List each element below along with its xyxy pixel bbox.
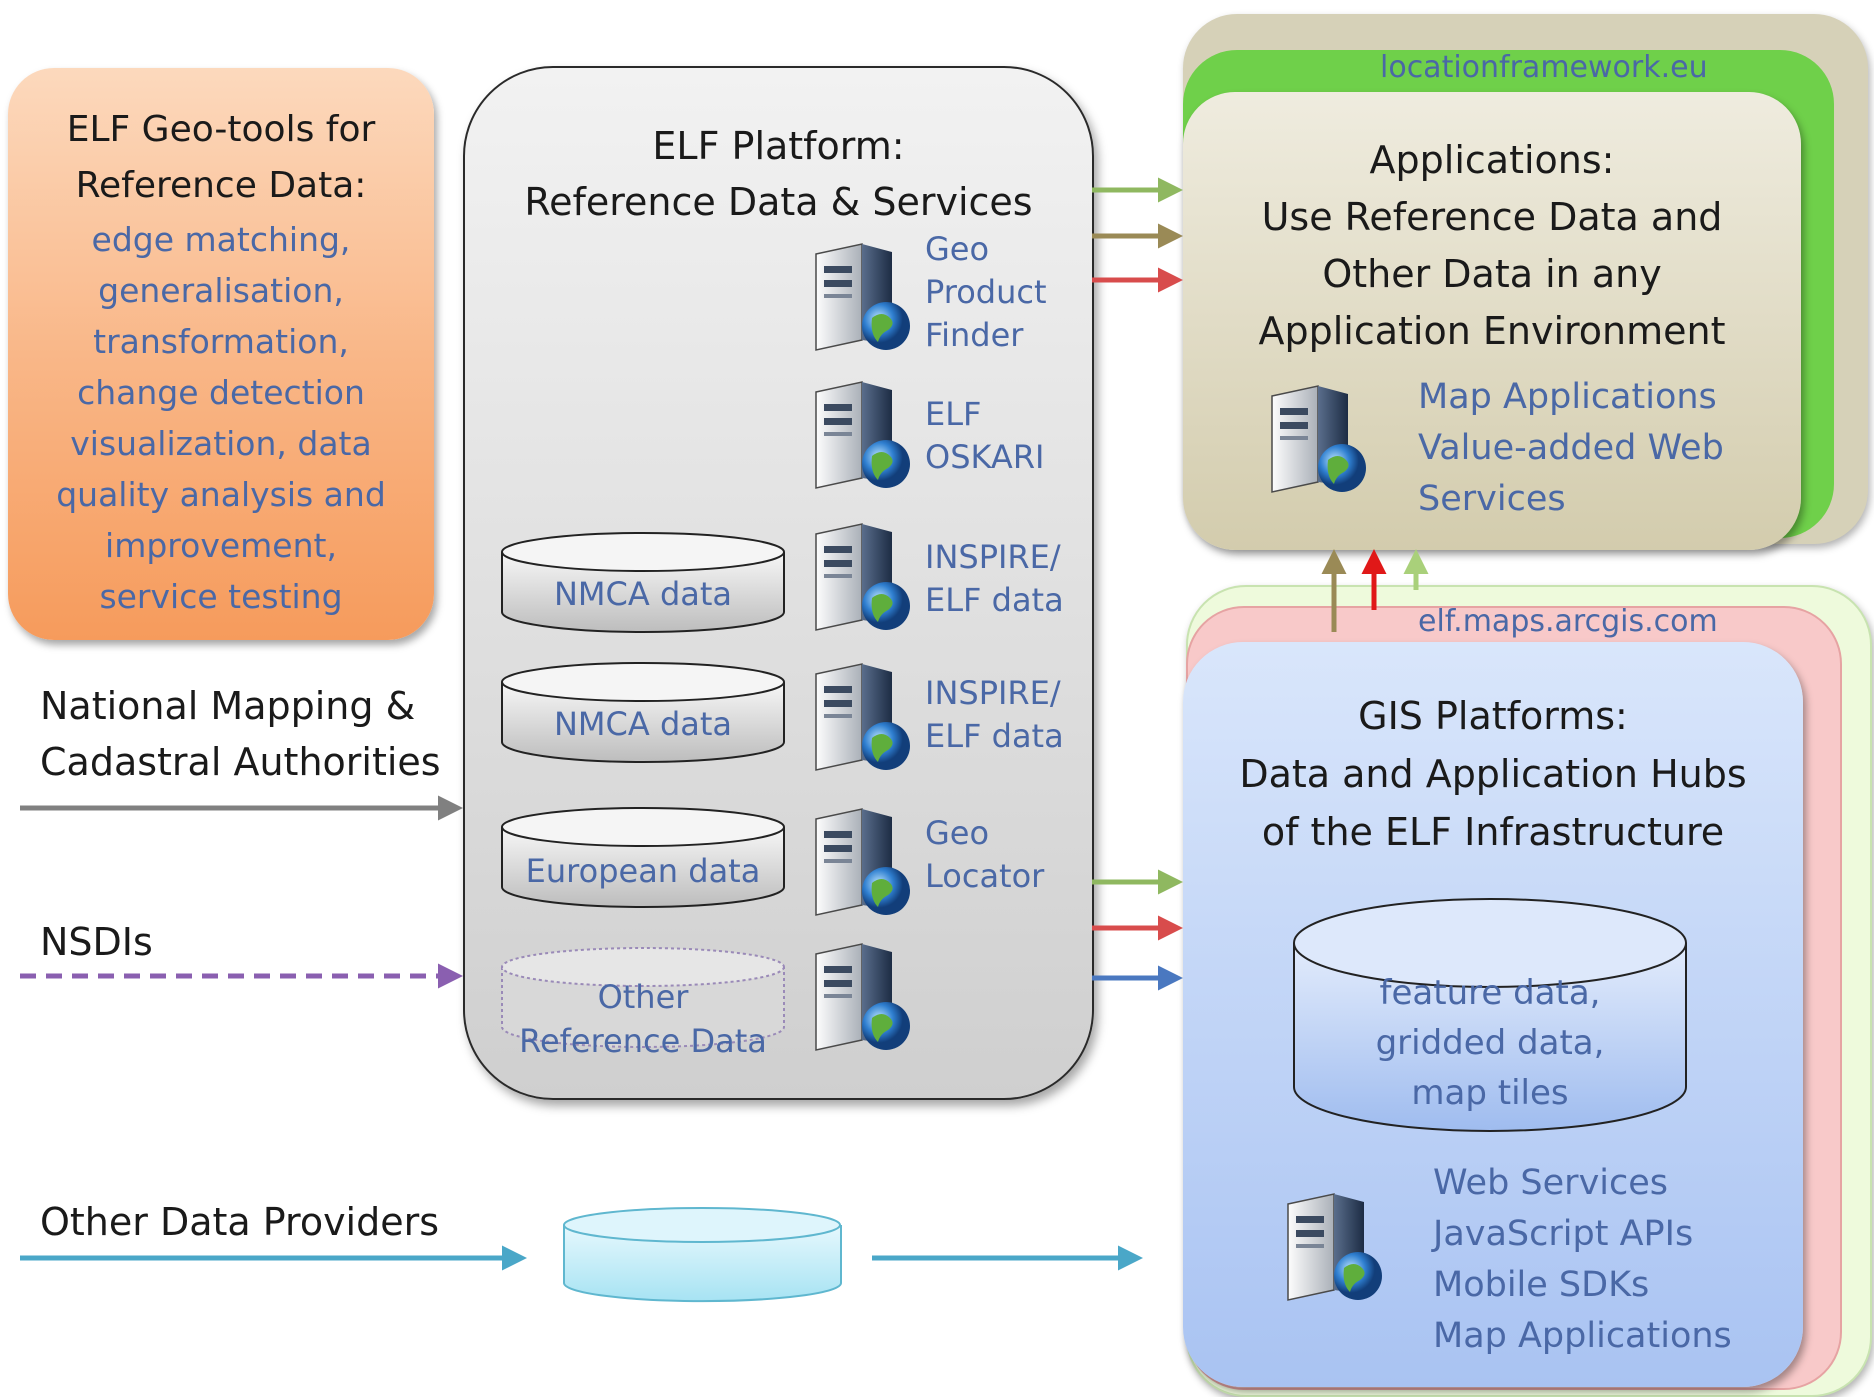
gis-title-line: GIS Platforms: [1358, 694, 1628, 738]
applications-server [1262, 382, 1382, 506]
applications-items: Map Applications Value-added Web Service… [1418, 372, 1724, 525]
dataset-label-line: Other [597, 978, 689, 1016]
service-label-line: INSPIRE/ [925, 538, 1061, 576]
geo-tools-item: change detection [77, 373, 365, 412]
server-globe-icon [815, 808, 910, 916]
gis-item: Mobile SDKs [1433, 1265, 1650, 1305]
service-label: Geo Locator [925, 812, 1044, 898]
geo-tools-title-line: Reference Data: [75, 165, 367, 206]
gis-title-line: of the ELF Infrastructure [1261, 810, 1725, 854]
elf-platform-title-line: Reference Data & Services [524, 180, 1033, 224]
nmca-data-cylinder [501, 532, 785, 633]
server-globe-icon [815, 523, 910, 631]
geo-tools-list: edge matching, generalisation, transform… [8, 214, 434, 622]
other-reference-data-label: Other Reference Data [498, 975, 788, 1063]
nmca-label-line: National Mapping & [40, 684, 416, 728]
european-data-cylinder [501, 807, 785, 908]
applications-title-line: Application Environment [1258, 309, 1726, 353]
service-geo-locator [806, 805, 926, 929]
service-geo-product-finder [806, 240, 926, 364]
geo-tools-title: ELF Geo-tools for Reference Data: [8, 102, 434, 214]
applications-item: Map Applications [1418, 377, 1717, 417]
server-globe-icon [815, 381, 910, 489]
service-inspire-2 [806, 660, 926, 784]
gis-data-cylinder [1293, 898, 1687, 1132]
service-label-line: INSPIRE/ [925, 674, 1061, 712]
server-globe-icon [1271, 385, 1366, 493]
other-reference-data-cylinder [501, 947, 785, 1048]
gis-item: JavaScript APIs [1433, 1214, 1694, 1254]
geo-tools-item: transformation, [93, 322, 349, 361]
dataset-label-line: Reference Data [519, 1022, 767, 1060]
service-label: INSPIRE/ ELF data [925, 536, 1064, 622]
gis-data-label: feature data, gridded data, map tiles [1290, 968, 1690, 1118]
other-providers-label: Other Data Providers [40, 1200, 440, 1244]
service-label: Geo Product Finder [925, 228, 1047, 357]
geo-tools-item: service testing [99, 577, 343, 616]
server-globe-icon [815, 663, 910, 771]
gis-item: Web Services [1433, 1163, 1669, 1203]
service-label-line: ELF [925, 395, 982, 433]
dataset-label: European data [525, 852, 761, 890]
service-other [806, 940, 926, 1064]
nmca-label: National Mapping & Cadastral Authorities [40, 678, 441, 790]
applications-title-line: Use Reference Data and [1261, 195, 1723, 239]
service-label-line: OSKARI [925, 438, 1045, 476]
geo-tools-item: quality analysis and [56, 475, 386, 514]
gis-items: Web Services JavaScript APIs Mobile SDKs… [1433, 1158, 1732, 1362]
gis-title: GIS Platforms: Data and Application Hubs… [1183, 687, 1803, 861]
gis-item: Map Applications [1433, 1316, 1732, 1356]
gis-data-line: gridded data, [1375, 1023, 1605, 1063]
geo-tools-box: ELF Geo-tools for Reference Data: edge m… [8, 68, 434, 640]
nmca-label-line: Cadastral Authorities [40, 740, 441, 784]
applications-title: Applications: Use Reference Data and Oth… [1183, 132, 1801, 360]
service-label-line: Finder [925, 316, 1024, 354]
gis-data-line: feature data, [1379, 973, 1601, 1013]
gis-server [1278, 1190, 1398, 1314]
gis-data-line: map tiles [1411, 1073, 1569, 1113]
service-label-line: Locator [925, 857, 1045, 895]
server-globe-icon [1287, 1193, 1382, 1301]
service-label-line: ELF data [925, 581, 1064, 619]
service-inspire-1 [806, 520, 926, 644]
locationframework-url[interactable]: locationframework.eu [1380, 50, 1708, 85]
nmca-data-cylinder [501, 662, 785, 763]
other-providers-cylinder [563, 1207, 842, 1303]
service-label-line: ELF data [925, 717, 1064, 755]
service-label: INSPIRE/ ELF data [925, 672, 1064, 758]
geo-tools-item: improvement, [105, 526, 337, 565]
arcgis-url[interactable]: elf.maps.arcgis.com [1418, 604, 1718, 639]
elf-platform-title: ELF Platform: Reference Data & Services [465, 118, 1092, 230]
server-globe-icon [815, 943, 910, 1051]
geo-tools-title-line: ELF Geo-tools for [66, 109, 376, 150]
applications-title-line: Applications: [1369, 138, 1615, 182]
geo-tools-item: visualization, data [70, 424, 372, 463]
dataset-label: NMCA data [553, 705, 733, 743]
nsdi-label: NSDIs [40, 920, 153, 964]
elf-platform-title-line: ELF Platform: [652, 124, 905, 168]
applications-title-line: Other Data in any [1322, 252, 1662, 296]
dataset-label: NMCA data [553, 575, 733, 613]
service-elf-oskari [806, 378, 926, 502]
service-label: ELF OSKARI [925, 393, 1044, 479]
service-label-line: Product [925, 273, 1047, 311]
gis-title-line: Data and Application Hubs [1239, 752, 1747, 796]
service-label-line: Geo [925, 814, 990, 852]
geo-tools-item: edge matching, [91, 220, 351, 259]
applications-item: Services [1418, 479, 1566, 519]
server-globe-icon [815, 243, 910, 351]
geo-tools-item: generalisation, [98, 271, 344, 310]
applications-item: Value-added Web [1418, 428, 1724, 468]
service-label-line: Geo [925, 230, 990, 268]
